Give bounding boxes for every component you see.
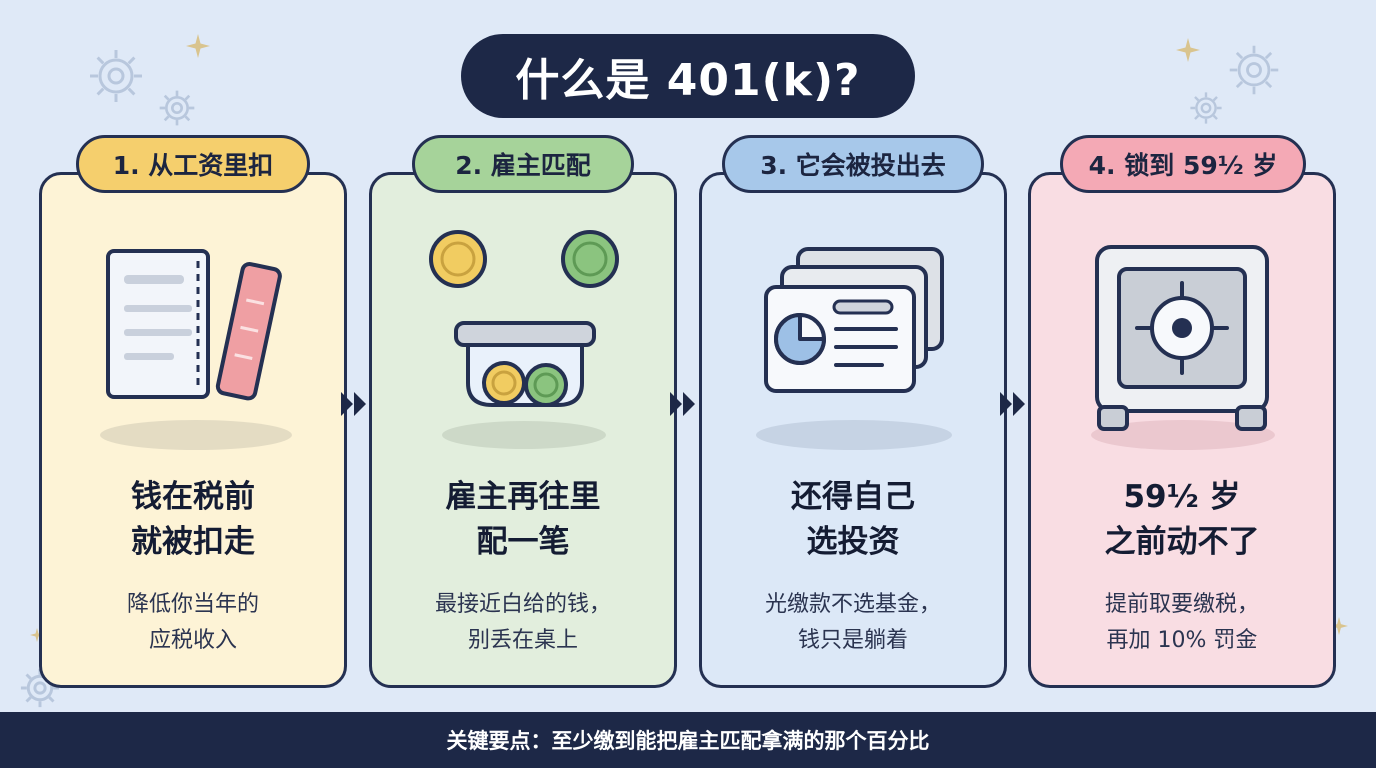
card-description: 降低你当年的 应税收入 [126,592,259,653]
gear-icon [1190,92,1222,124]
card-description: 最接近白给的钱， 别丢在桌上 [434,592,611,653]
gear-icon [1229,45,1279,95]
step-label-4: 4. 锁到 59½ 岁 [1060,135,1306,193]
safe-icon [1091,245,1275,450]
sparkle-icon [1330,617,1348,635]
card-description: 提前取要缴税， 再加 10% 罚金 [1104,592,1259,653]
portfolio-cards-icon [756,247,952,450]
arrow-right-icon [341,392,366,416]
gear-icon [90,50,142,102]
card-headline: 还得自己 选投资 [791,479,915,560]
step-card-locked: 59½ 岁 之前动不了 提前取要缴税， 再加 10% 罚金 [1028,172,1336,688]
sparkle-icon [186,34,210,58]
step-card-payroll: 钱在税前 就被扣走 降低你当年的 应税收入 [39,172,347,688]
gear-icon [159,90,195,126]
sparkle-icon [1176,38,1200,62]
payslip-icon [100,249,292,450]
step-card-employer-match: 雇主再往里 配一笔 最接近白给的钱， 别丢在桌上 [369,172,677,688]
step-label-1: 1. 从工资里扣 [76,135,310,193]
sparkle-icon [30,628,44,642]
step-label-2: 2. 雇主匹配 [412,135,634,193]
card-description: 光缴款不选基金， 钱只是躺着 [764,592,941,653]
gear-icon [20,668,60,708]
card-headline: 钱在税前 就被扣走 [131,479,255,560]
page-title: 什么是 401(k)? [461,34,915,118]
arrow-right-icon [670,392,695,416]
key-takeaway-banner: 关键要点：至少缴到能把雇主匹配拿满的那个百分比 [0,712,1376,768]
step-label-3: 3. 它会被投出去 [722,135,984,193]
card-headline: 59½ 岁 之前动不了 [1104,479,1260,560]
arrow-right-icon [1000,392,1025,416]
coin-jar-icon [429,230,619,449]
card-headline: 雇主再往里 配一笔 [445,479,601,560]
step-card-investing: 还得自己 选投资 光缴款不选基金， 钱只是躺着 [699,172,1007,688]
